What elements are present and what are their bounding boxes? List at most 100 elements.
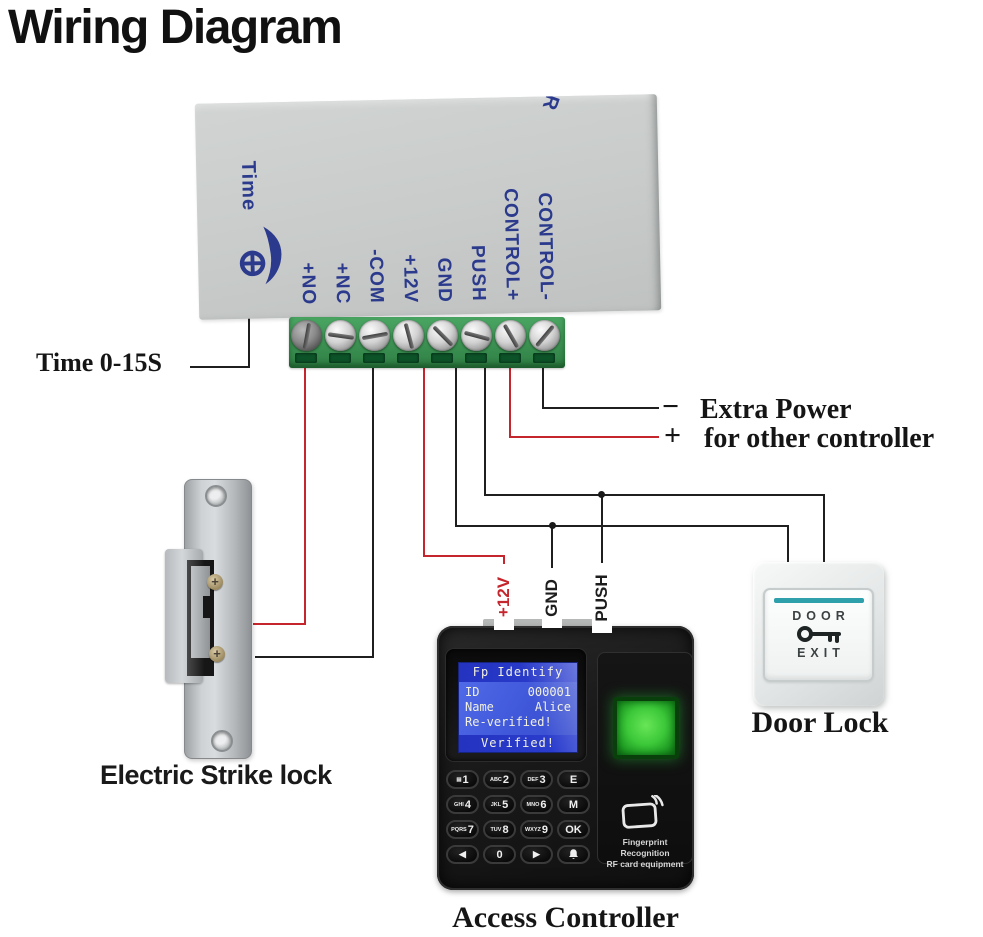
wire-com-black-vertical [372, 368, 374, 658]
strike-screw-hole-top [205, 485, 227, 507]
key-icon [796, 626, 841, 643]
lcd-body: ID 000001 Name Alice Re-verified! [459, 682, 577, 735]
wire-controlplus-red-vertical [509, 368, 511, 438]
key-ok[interactable]: OK [557, 820, 590, 839]
extra-power-label-line2: for other controller [704, 423, 935, 454]
terminal-label-control-minus: CONTROL- [533, 192, 557, 301]
terminal-screw[interactable] [359, 320, 390, 351]
wire-push-branch-controller [601, 494, 603, 627]
lcd-name-label: Name [465, 700, 494, 714]
terminal-screw[interactable] [325, 320, 356, 351]
strike-phillips-screw: + [207, 574, 223, 590]
terminal-screw[interactable] [291, 320, 322, 351]
lcd-id-value: 000001 [527, 685, 571, 699]
terminal-slot [533, 353, 555, 363]
door-button-text-door: DOOR [792, 609, 850, 623]
timer-clock-icon [239, 226, 282, 285]
strike-latch-keeper [191, 566, 210, 658]
fingerprint-panel: Fingerprint Recognition RF card equipmen… [597, 652, 693, 869]
wire-controlminus-horizontal [542, 407, 659, 409]
lcd-name-value: Alice [534, 700, 571, 714]
wire-no-red-horizontal [253, 623, 306, 625]
junction-dot-push [598, 491, 605, 498]
terminal-label-no: +NO [297, 262, 320, 306]
wire-controlplus-red-horizontal [509, 436, 659, 438]
wire-12v-red-horizontal [423, 555, 505, 557]
wire-label-12v: +12V [494, 564, 514, 630]
strike-lock-caption: Electric Strike lock [100, 760, 332, 790]
wire-timer-horizontal [190, 366, 250, 368]
terminal-slot [465, 353, 487, 363]
extra-power-plus-sign: + [664, 419, 682, 452]
door-button-stripe [773, 598, 864, 603]
door-exit-switch: DOOR EXIT [753, 562, 884, 706]
terminal-label-gnd: GND [433, 257, 456, 303]
extra-power-minus-sign: − [662, 390, 680, 423]
wire-gnd-horizontal [455, 525, 789, 527]
key-0[interactable]: 0 [483, 845, 516, 864]
wire-timer-vertical [248, 314, 250, 368]
terminal-label-push: PUSH [466, 244, 489, 303]
terminal-slot [431, 353, 453, 363]
fingerprint-sensor[interactable] [613, 697, 679, 759]
door-exit-button[interactable]: DOOR EXIT [763, 588, 874, 682]
terminal-slot [397, 353, 419, 363]
wire-gnd-vertical [455, 368, 457, 527]
terminal-screw[interactable] [393, 320, 424, 351]
strike-latch-notch [203, 596, 214, 618]
wire-gnd-to-doorlock [787, 525, 789, 564]
wire-push-to-doorlock [823, 494, 825, 564]
timer-adjust-label: Time [236, 160, 261, 212]
wire-push-vertical [484, 368, 486, 496]
lcd-id-label: ID [465, 685, 480, 699]
terminal-slot [329, 353, 351, 363]
extra-power-label-line1: Extra Power [700, 394, 852, 425]
key-right-arrow[interactable]: ▶ [520, 845, 553, 864]
panel-caption-line1: Fingerprint Recognition [620, 837, 670, 859]
wire-push-horizontal [484, 494, 825, 496]
wire-12v-red-vertical [423, 368, 425, 557]
access-controller-caption: Access Controller [452, 901, 679, 934]
power-supply-box: Time +NO +NC -COM +12V GND PUSH CONTROL+… [194, 94, 662, 320]
wire-com-black-horizontal [255, 656, 374, 658]
wire-controlminus-vertical [542, 368, 544, 409]
terminal-screw[interactable] [529, 320, 560, 351]
door-lock-caption: Door Lock [751, 706, 889, 739]
terminal-block [289, 317, 565, 368]
key-menu[interactable]: M [557, 795, 590, 814]
terminal-screw[interactable] [495, 320, 526, 351]
page-title: Wiring Diagram [8, 1, 343, 54]
door-button-text-exit: EXIT [797, 646, 845, 660]
wire-no-red-vertical [304, 368, 306, 625]
rf-card-icon [621, 795, 664, 829]
terminal-label-12v: +12V [398, 254, 422, 304]
key-escape[interactable]: E [557, 770, 590, 789]
panel-caption: Fingerprint Recognition RF card equipmen… [598, 837, 692, 870]
terminal-screw[interactable] [461, 320, 492, 351]
strike-phillips-screw: + [209, 646, 225, 662]
junction-dot-gnd [549, 522, 556, 529]
terminal-label-nc: +NC [331, 263, 354, 306]
controller-mount-tab [483, 619, 593, 628]
wire-label-push: PUSH [592, 563, 612, 633]
lcd-status-line: Re-verified! [465, 715, 552, 729]
terminal-slot [499, 353, 521, 363]
psu-corner-glyph: R [537, 94, 564, 113]
key-1[interactable]: ▤1 [446, 770, 479, 789]
bell-icon [569, 849, 578, 859]
timer-range-label: Time 0-15S [36, 348, 162, 377]
terminal-label-com: -COM [364, 249, 388, 305]
terminal-screw[interactable] [427, 320, 458, 351]
key-bell[interactable] [557, 845, 590, 864]
key-left-arrow[interactable]: ◀ [446, 845, 479, 864]
terminal-label-control-plus: CONTROL+ [499, 188, 523, 302]
